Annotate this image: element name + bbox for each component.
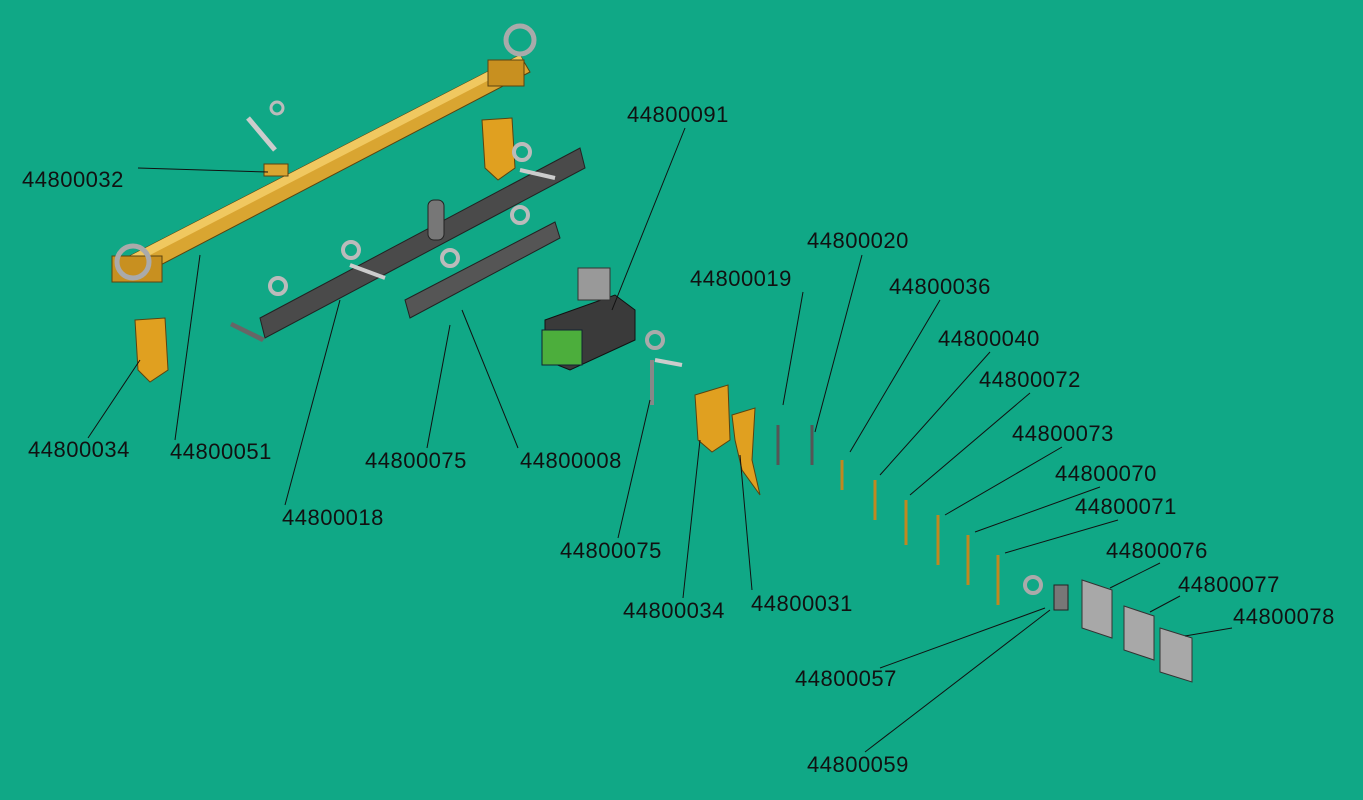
part-label: 44800070: [1055, 461, 1157, 486]
leader-lines: [87, 127, 1233, 753]
part-label: 44800040: [938, 326, 1040, 351]
part-label: 44800018: [282, 505, 384, 530]
part-label: 44800034: [623, 598, 725, 623]
part-label: 44800036: [889, 274, 991, 299]
part-label: 44800059: [807, 752, 909, 777]
part-label: 44800031: [751, 591, 853, 616]
clamps: [694, 384, 761, 496]
part-label: 44800057: [795, 666, 897, 691]
part-label: 44800071: [1075, 494, 1177, 519]
part-label: 44800091: [627, 102, 729, 127]
part-label: 44800076: [1106, 538, 1208, 563]
part-label: 44800020: [807, 228, 909, 253]
part-label: 44800077: [1178, 572, 1280, 597]
part-label: 44800051: [170, 439, 272, 464]
part-label: 44800019: [690, 266, 792, 291]
plates: [1081, 579, 1193, 683]
part-label: 44800072: [979, 367, 1081, 392]
part-label: 44800008: [520, 448, 622, 473]
eye-bolt: [645, 330, 683, 405]
hooks: [776, 425, 1000, 605]
part-label: 44800034: [28, 437, 130, 462]
part-label: 44800032: [22, 167, 124, 192]
rails: [230, 142, 586, 342]
part-label: 44800075: [365, 448, 467, 473]
part-label: 44800073: [1012, 421, 1114, 446]
part-label: 44800078: [1233, 604, 1335, 629]
shackle-parts: [1023, 575, 1069, 611]
part-label: 44800075: [560, 538, 662, 563]
lifting-beam: [111, 23, 537, 383]
hoist-unit: [541, 267, 636, 371]
